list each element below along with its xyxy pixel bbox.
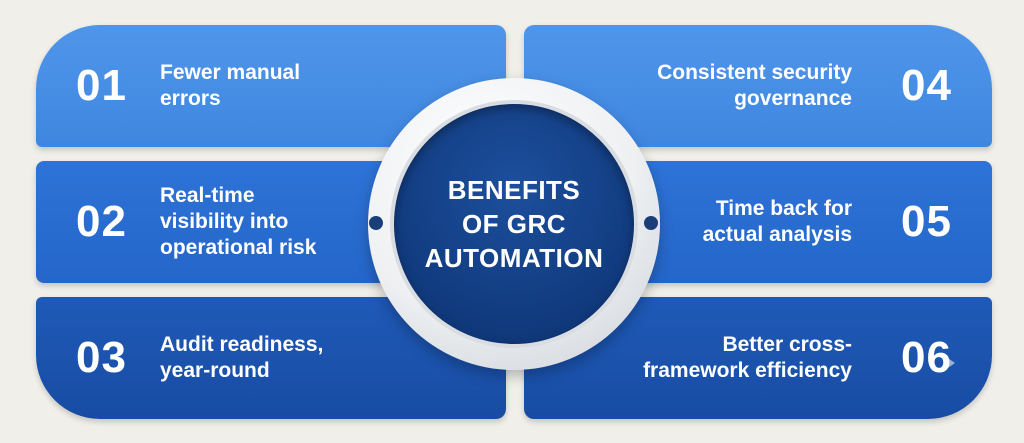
benefit-label: Better cross- framework efficiency <box>643 332 852 384</box>
benefit-label-line: Audit readiness, <box>160 333 324 356</box>
benefit-label-line: Time back for <box>715 197 852 220</box>
benefit-label-line: errors <box>160 87 221 110</box>
benefit-number: 01 <box>76 61 127 110</box>
benefit-label: Fewer manual errors <box>160 60 300 112</box>
benefit-label-line: Consistent security <box>657 61 852 84</box>
benefit-number: 06 <box>901 333 952 382</box>
benefit-number: 03 <box>76 333 127 382</box>
benefit-label-line: framework efficiency <box>643 359 852 382</box>
benefit-label-line: year-round <box>160 359 270 382</box>
benefit-label: Real-time visibility into operational ri… <box>160 183 316 261</box>
benefit-label: Consistent security governance <box>657 60 852 112</box>
center-hub: BENEFITS OF GRC AUTOMATION <box>368 78 660 370</box>
benefit-tile-03: 03 Audit readiness, year-round <box>36 297 506 419</box>
benefit-number: 04 <box>901 61 952 110</box>
benefit-label: Time back for actual analysis <box>703 196 852 248</box>
benefit-tile-01: 01 Fewer manual errors <box>36 25 506 147</box>
benefit-label-line: visibility into <box>160 210 289 233</box>
benefit-label: Audit readiness, year-round <box>160 332 323 384</box>
benefit-label-line: Fewer manual <box>160 61 301 84</box>
benefit-label-line: actual analysis <box>702 223 852 246</box>
hub-right-dot <box>644 216 658 230</box>
benefit-number: 02 <box>76 197 127 246</box>
hub-left-dot <box>369 216 383 230</box>
hub-title-line: BENEFITS <box>447 175 581 205</box>
center-hub-core: BENEFITS OF GRC AUTOMATION <box>394 104 634 344</box>
benefit-label-line: operational risk <box>160 236 317 259</box>
play-arrow-icon <box>945 356 955 370</box>
hub-title-line: OF GRC <box>461 209 567 239</box>
benefit-label-line: governance <box>734 87 852 110</box>
benefit-label-line: Better cross- <box>722 333 852 356</box>
benefit-label-line: Real-time <box>160 184 255 207</box>
benefit-number: 05 <box>901 197 952 246</box>
hub-title-line: AUTOMATION <box>424 243 604 273</box>
